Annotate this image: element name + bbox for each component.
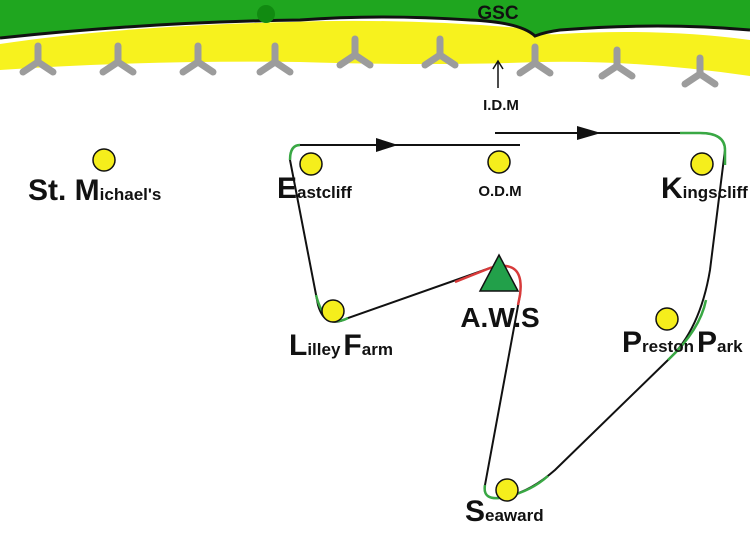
label-seaward: Seaward	[465, 495, 544, 528]
sand-strip	[0, 20, 750, 76]
green-triangle-icon	[478, 253, 520, 292]
label-st-michaels: St. Michael's	[28, 174, 161, 207]
arrow-right-icon	[376, 138, 398, 152]
odm-label: O.D.M	[478, 183, 521, 200]
marker-kingscliff	[690, 152, 714, 176]
marker-odm	[487, 150, 511, 174]
label-kingscliff: Kingscliff	[661, 172, 748, 205]
shore-line	[0, 15, 750, 40]
marker-st-michaels	[92, 148, 116, 172]
gsc-label: GSC	[477, 3, 518, 24]
marker-seaward	[495, 478, 519, 502]
idm-label: I.D.M	[483, 97, 519, 114]
marker-eastcliff	[299, 152, 323, 176]
aws-label: A.W.S	[460, 302, 539, 333]
arrow-right-icon	[577, 126, 601, 140]
marker-lilley-farm	[321, 299, 345, 323]
label-eastcliff: Eastcliff	[277, 172, 352, 205]
marker-preston-park	[655, 307, 679, 331]
dark-green-dot	[257, 5, 275, 23]
